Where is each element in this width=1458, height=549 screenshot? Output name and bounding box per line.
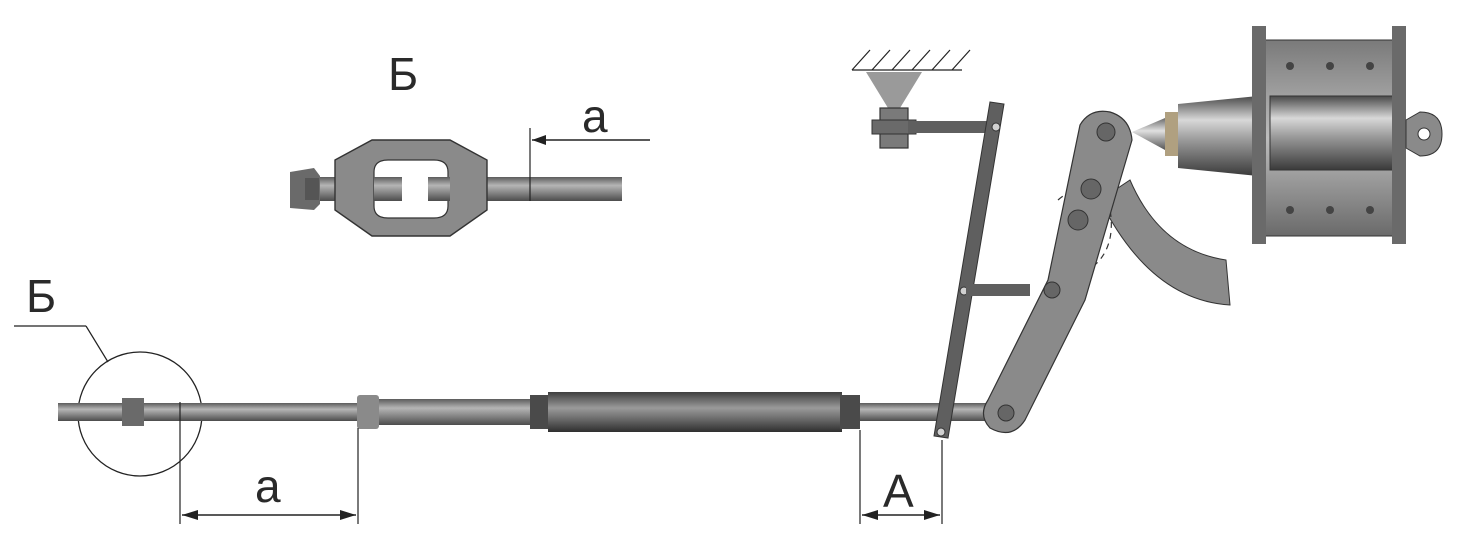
dim-A-label: A bbox=[883, 465, 914, 517]
cylinder-rod-cone bbox=[1132, 118, 1165, 150]
detail-rod-left-piece bbox=[374, 177, 402, 201]
callout-label-b: Б bbox=[26, 270, 56, 322]
rod-middle-section bbox=[379, 399, 531, 425]
arm-pin-middle bbox=[1067, 209, 1089, 231]
lever-pin-bottom bbox=[936, 427, 946, 437]
detail-view-b: Б a bbox=[290, 48, 650, 237]
brake-cylinder bbox=[1132, 26, 1443, 244]
dimension-a-bottom: a bbox=[179, 402, 359, 524]
arm-pin-upper bbox=[1080, 178, 1102, 200]
support-bracket bbox=[866, 72, 922, 108]
rod-coupling-large bbox=[357, 395, 379, 429]
cylinder-bolt-4 bbox=[1286, 206, 1294, 214]
lever-bar bbox=[933, 101, 1005, 439]
lever-pin-top bbox=[991, 122, 1001, 132]
turnbuckle-right-nut bbox=[840, 395, 860, 429]
dimension-A: A bbox=[859, 430, 943, 524]
cylinder-eye-hole bbox=[1417, 127, 1431, 141]
dim-A-arrow-right bbox=[924, 510, 940, 520]
arm-body bbox=[982, 110, 1133, 434]
dim-A-arrow-left bbox=[862, 510, 878, 520]
detail-rod-right-piece bbox=[428, 177, 450, 201]
cylinder-rod-collar bbox=[1165, 112, 1179, 156]
cylinder-bolt-5 bbox=[1326, 206, 1334, 214]
turnbuckle-left-nut bbox=[530, 395, 550, 429]
detail-nut bbox=[305, 178, 319, 200]
detail-dim-arrow bbox=[532, 135, 546, 145]
main-rod-right bbox=[860, 403, 1008, 421]
dim-a-arrow-left bbox=[182, 510, 198, 520]
cylinder-flange-right bbox=[1392, 26, 1406, 244]
detail-shackle-hole bbox=[373, 159, 449, 219]
rod-coupling-small bbox=[122, 398, 144, 426]
vertical-lever bbox=[933, 101, 1030, 439]
cylinder-bolt-2 bbox=[1326, 62, 1334, 70]
beam-curve bbox=[1099, 179, 1231, 306]
callout-leader-diagonal bbox=[85, 325, 109, 363]
cylinder-flange-left bbox=[1252, 26, 1266, 244]
arm-pin-bottom bbox=[997, 404, 1015, 422]
detail-dim-label-a: a bbox=[582, 90, 608, 142]
cylinder-body bbox=[1269, 95, 1395, 171]
cylinder-neck bbox=[1178, 96, 1258, 176]
support-link-rod bbox=[908, 121, 994, 133]
main-arm bbox=[982, 110, 1133, 434]
detail-title-b: Б bbox=[388, 48, 418, 100]
main-rod-assembly bbox=[58, 392, 1008, 432]
fixed-support bbox=[851, 49, 994, 149]
arm-pin-lower bbox=[1043, 281, 1061, 299]
dim-a-arrow-right bbox=[340, 510, 356, 520]
cylinder-bolt-6 bbox=[1366, 206, 1374, 214]
turnbuckle-tube bbox=[548, 392, 842, 432]
lever-cross-link bbox=[966, 284, 1030, 296]
arm-pin-top bbox=[1096, 122, 1116, 142]
dim-a-label: a bbox=[255, 460, 281, 512]
cylinder-bolt-1 bbox=[1286, 62, 1294, 70]
cylinder-bolt-3 bbox=[1366, 62, 1374, 70]
callout-b: Б bbox=[14, 270, 203, 477]
